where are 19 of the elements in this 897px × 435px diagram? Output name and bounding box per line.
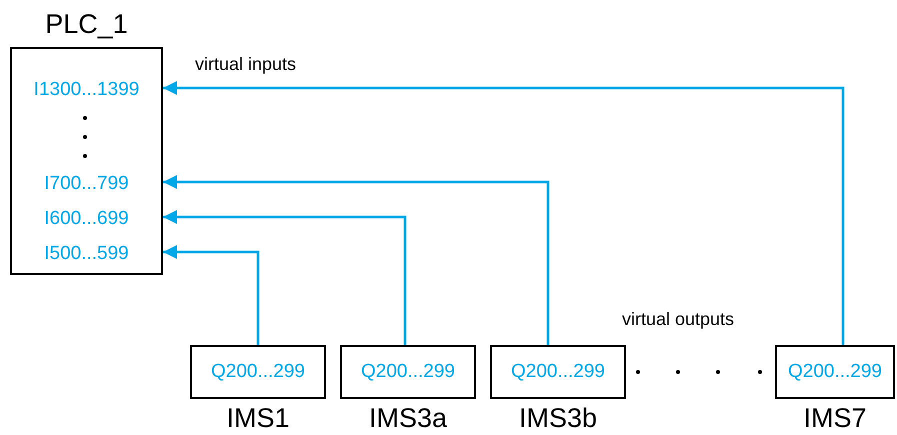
note-label: virtual inputs: [195, 54, 296, 75]
module-name: IMS3a: [368, 403, 448, 434]
output-address-range: Q200...299: [210, 360, 306, 384]
input-address-range: I700...799: [12, 171, 161, 197]
input-address-range: I500...599: [12, 241, 161, 267]
note-label: virtual outputs: [622, 309, 734, 330]
input-address-range: I1300...1399: [12, 77, 161, 103]
arrow: [163, 175, 550, 345]
input-address-range: I600...699: [12, 206, 161, 232]
arrow: [163, 245, 260, 345]
module-name: IMS3b: [518, 403, 598, 434]
module-name: IMS7: [803, 403, 867, 434]
arrow: [163, 81, 844, 345]
plc-name: PLC_1: [45, 9, 128, 40]
module-name: IMS1: [226, 403, 290, 434]
output-address-range: Q200...299: [510, 360, 606, 384]
arrow: [163, 210, 406, 345]
output-address-range: Q200...299: [786, 360, 884, 384]
output-address-range: Q200...299: [360, 360, 456, 384]
